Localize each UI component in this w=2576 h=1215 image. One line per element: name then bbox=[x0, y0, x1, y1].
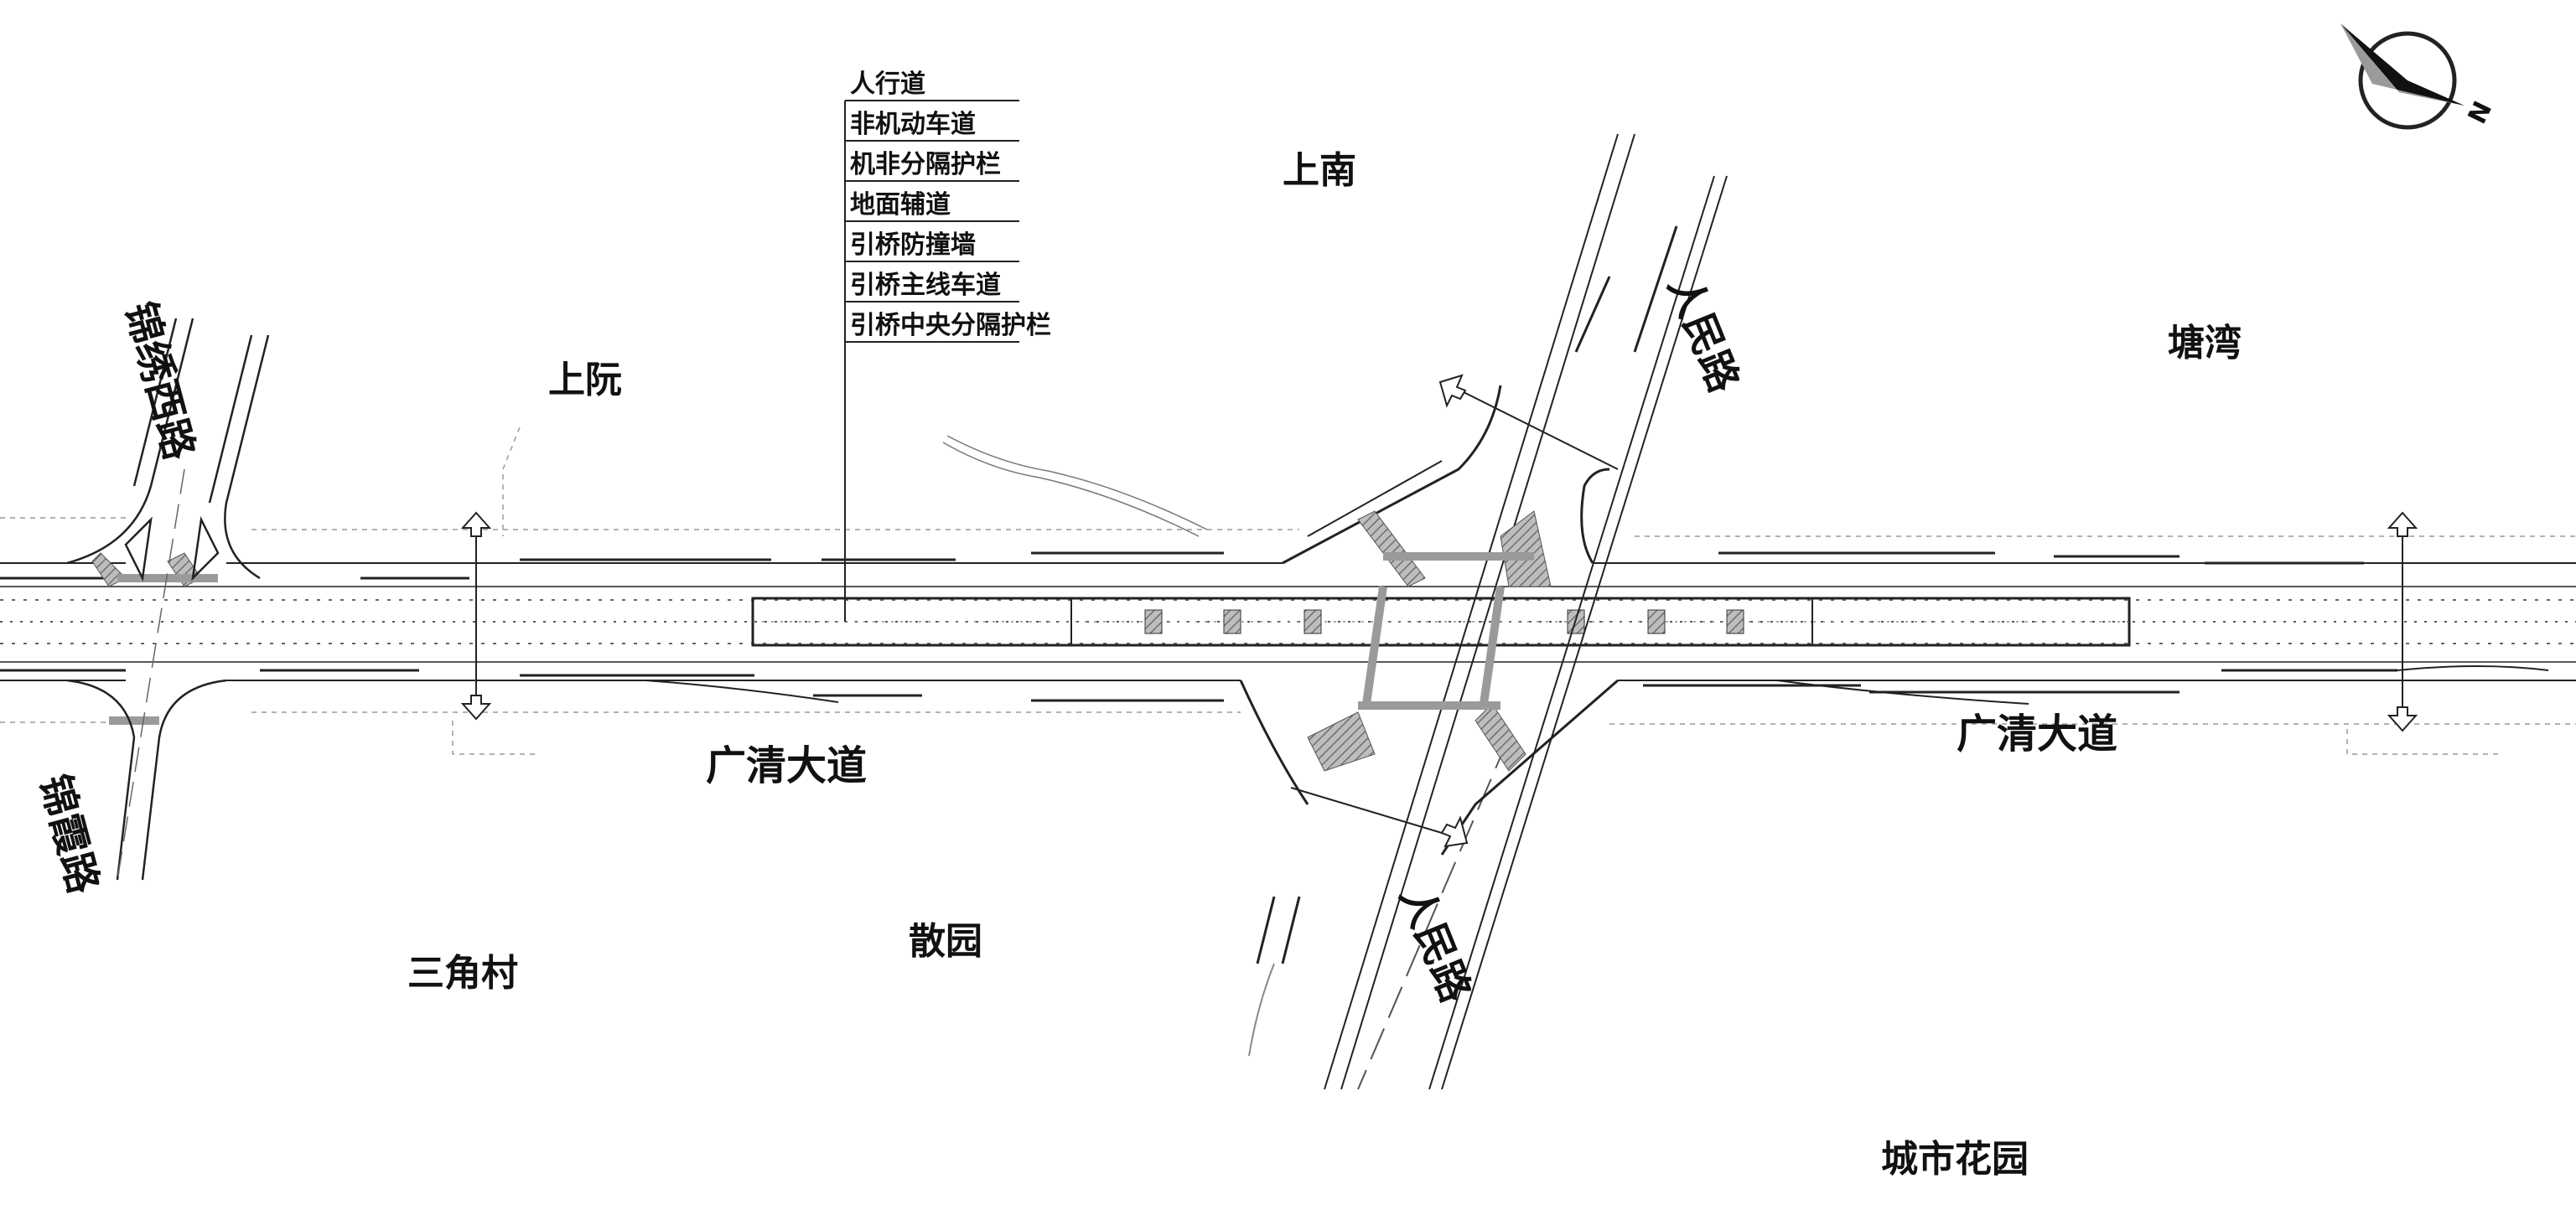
legend-item-bike-lane: 非机动车道 bbox=[850, 110, 976, 139]
road-label-guangqing-west: 广清大道 bbox=[706, 742, 867, 789]
place-sanjiaocun: 三角村 bbox=[407, 952, 518, 995]
boundary-dotted-lines bbox=[0, 427, 2576, 755]
viaduct-piers bbox=[1144, 609, 1744, 634]
legend-leaders bbox=[844, 100, 1019, 622]
road-label-renmin-south: 人民路 bbox=[1391, 880, 1480, 1010]
guangqing-avenue-lines bbox=[0, 551, 2576, 705]
legend: 人行道 非机动车道 机非分隔护栏 地面辅道 引桥防撞墙 引桥主线车道 引桥中央分… bbox=[850, 70, 1051, 340]
section-marks bbox=[460, 374, 2418, 848]
place-sanyuan: 散园 bbox=[909, 920, 982, 963]
road-label-jinxiu-west: 锦绣西路 bbox=[116, 297, 203, 466]
road-label-jinxia: 锦霞路 bbox=[30, 770, 107, 900]
north-arrow-circle-icon bbox=[2358, 31, 2457, 130]
viaduct bbox=[751, 597, 2131, 647]
legend-item-divider-rail: 机非分隔护栏 bbox=[850, 150, 1001, 179]
legend-item-service-road: 地面辅道 bbox=[850, 190, 951, 220]
north-arrow-needle-icon bbox=[2340, 23, 2465, 106]
crosswalk-areas bbox=[91, 510, 1552, 772]
place-chengshihuayuan: 城市花园 bbox=[1881, 1138, 2029, 1181]
jinxiu-road-lines bbox=[66, 318, 270, 881]
road-label-guangqing-east: 广清大道 bbox=[1957, 711, 2117, 757]
place-shangruan: 上阮 bbox=[548, 359, 622, 401]
legend-item-main-lane: 引桥主线车道 bbox=[850, 271, 1001, 300]
legend-item-crash-wall: 引桥防撞墙 bbox=[850, 230, 976, 260]
legend-item-median-rail: 引桥中央分隔护栏 bbox=[850, 311, 1051, 340]
road-label-renmin-north: 人民路 bbox=[1659, 270, 1748, 400]
place-tangwan: 塘湾 bbox=[2168, 322, 2242, 364]
north-arrow-label: N bbox=[2463, 97, 2498, 129]
crosswalk-bands bbox=[109, 552, 1534, 725]
north-arrow: N bbox=[2340, 23, 2498, 130]
place-labels: 上阮 上南 塘湾 三角村 散园 城市花园 bbox=[407, 149, 2242, 1181]
place-shangnan: 上南 bbox=[1283, 149, 1356, 192]
legend-item-sidewalk: 人行道 bbox=[850, 70, 925, 99]
terrain-curves bbox=[942, 435, 1208, 537]
road-labels: 广清大道 广清大道 人民路 人民路 锦绣西路 锦霞路 bbox=[30, 270, 2117, 1010]
